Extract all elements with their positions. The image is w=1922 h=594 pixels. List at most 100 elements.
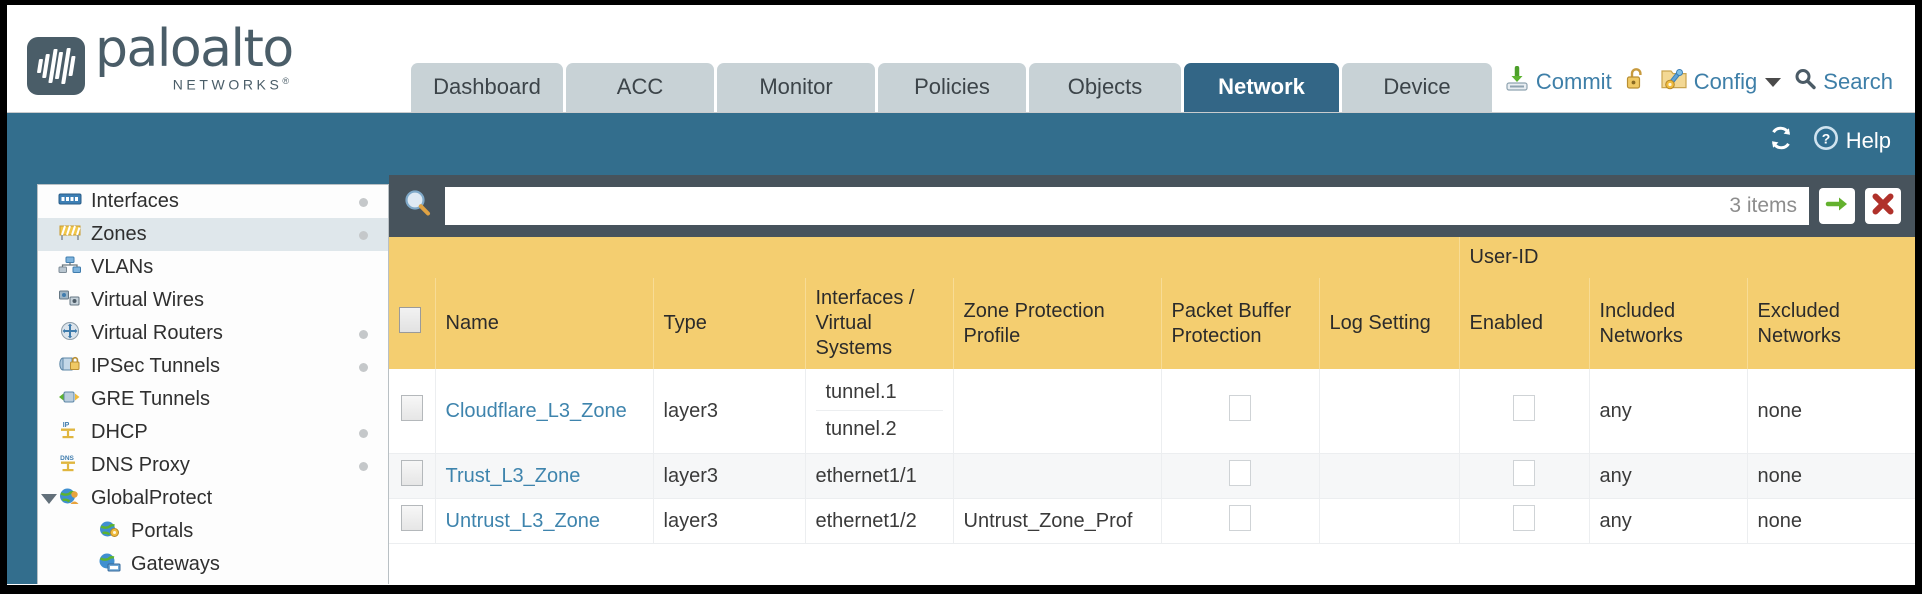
tab-device[interactable]: Device bbox=[1342, 63, 1492, 112]
group-header-spacer bbox=[389, 237, 1460, 278]
table-row[interactable]: Untrust_L3_Zone layer3 ethernet1/2 Untru… bbox=[389, 498, 1915, 544]
column-header-included-line1: Included bbox=[1599, 299, 1676, 322]
row-checkbox[interactable] bbox=[400, 395, 423, 421]
commit-label: Commit bbox=[1535, 69, 1612, 94]
cell-zone-protection-profile bbox=[953, 369, 1162, 454]
sidebar-item-dns-proxy[interactable]: DNS DNS Proxy bbox=[38, 449, 388, 482]
brand-tagline-text: NETWORKS bbox=[172, 76, 283, 93]
column-header-enabled[interactable]: Enabled bbox=[1459, 278, 1590, 369]
column-header-packet-buffer-protection[interactable]: Packet Buffer Protection bbox=[1161, 278, 1320, 369]
virtual-routers-icon bbox=[58, 321, 82, 347]
sidebar-item-gateways[interactable]: Gateways bbox=[38, 548, 388, 581]
commit-button[interactable]: Commit bbox=[1504, 65, 1612, 98]
tab-network[interactable]: Network bbox=[1184, 63, 1339, 112]
cell-userid-enabled[interactable] bbox=[1459, 498, 1590, 544]
filter-search-input[interactable]: 3 items bbox=[445, 187, 1809, 225]
lock-button[interactable] bbox=[1624, 66, 1648, 98]
tab-objects[interactable]: Objects bbox=[1029, 63, 1181, 112]
cell-excluded-networks: none bbox=[1747, 369, 1915, 454]
zones-icon bbox=[58, 223, 82, 247]
help-question-icon: ? bbox=[1812, 124, 1840, 157]
cell-packet-buffer-protection[interactable] bbox=[1161, 453, 1320, 499]
tab-dashboard[interactable]: Dashboard bbox=[411, 63, 563, 112]
apply-filter-button[interactable] bbox=[1819, 188, 1855, 224]
config-menu-button[interactable]: Config bbox=[1660, 66, 1782, 98]
sidebar-item-label: GRE Tunnels bbox=[91, 388, 210, 410]
sidebar-item-virtual-wires[interactable]: Virtual Wires bbox=[38, 284, 388, 317]
search-button[interactable]: Search bbox=[1793, 67, 1893, 97]
select-all-header[interactable] bbox=[389, 278, 436, 369]
packet-buffer-protection-checkbox[interactable] bbox=[1229, 505, 1251, 531]
config-wrench-icon bbox=[1660, 66, 1688, 98]
select-all-checkbox[interactable] bbox=[399, 307, 421, 333]
userid-enabled-checkbox[interactable] bbox=[1513, 505, 1536, 531]
cell-userid-enabled[interactable] bbox=[1459, 369, 1590, 454]
column-header-excluded-networks[interactable]: Excluded Networks bbox=[1747, 278, 1915, 369]
table-column-header-row: Name Type Interfaces / Virtual Systems Z… bbox=[389, 278, 1915, 369]
sidebar-item-virtual-routers[interactable]: Virtual Routers bbox=[38, 317, 388, 350]
cell-type: layer3 bbox=[653, 369, 806, 454]
cell-included-networks: any bbox=[1589, 369, 1748, 454]
expander-triangle-icon[interactable] bbox=[41, 494, 57, 504]
cell-packet-buffer-protection[interactable] bbox=[1161, 369, 1320, 454]
packet-buffer-protection-checkbox[interactable] bbox=[1229, 460, 1251, 486]
tab-policies[interactable]: Policies bbox=[878, 63, 1026, 112]
search-label: Search bbox=[1823, 69, 1893, 94]
packet-buffer-protection-checkbox[interactable] bbox=[1229, 395, 1251, 421]
svg-text:?: ? bbox=[1821, 131, 1830, 147]
userid-enabled-checkbox[interactable] bbox=[1513, 395, 1536, 421]
column-header-included-line2: Networks bbox=[1599, 324, 1683, 347]
userid-enabled-checkbox[interactable] bbox=[1513, 460, 1536, 486]
clear-filter-button[interactable] bbox=[1865, 188, 1901, 224]
sub-header-bar: ? Help bbox=[7, 113, 1915, 175]
cell-log-setting bbox=[1319, 498, 1460, 544]
sidebar-item-zones[interactable]: Zones bbox=[38, 218, 388, 251]
top-header-bar: paloalto NETWORKS® Dashboard ACC Monitor… bbox=[7, 5, 1915, 113]
sidebar-item-dhcp[interactable]: IP DHCP bbox=[38, 416, 388, 449]
row-select-cell[interactable] bbox=[389, 369, 436, 454]
cell-name[interactable]: Trust_L3_Zone bbox=[435, 453, 654, 499]
row-select-cell[interactable] bbox=[389, 498, 436, 544]
sub-header-actions: ? Help bbox=[1766, 124, 1891, 157]
cell-userid-enabled[interactable] bbox=[1459, 453, 1590, 499]
config-label: Config bbox=[1693, 69, 1758, 94]
zone-name-link[interactable]: Untrust_L3_Zone bbox=[445, 509, 601, 532]
sidebar-item-interfaces[interactable]: Interfaces bbox=[38, 185, 388, 218]
search-icon[interactable] bbox=[401, 187, 435, 226]
sidebar-item-label: DNS Proxy bbox=[91, 454, 190, 476]
cell-included-networks: any bbox=[1589, 453, 1748, 499]
sidebar-item-portals[interactable]: Portals bbox=[38, 515, 388, 548]
sidebar-item-gre-tunnels[interactable]: GRE Tunnels bbox=[38, 383, 388, 416]
table-row[interactable]: Trust_L3_Zone layer3 ethernet1/1 any bbox=[389, 453, 1915, 499]
zone-name-link[interactable]: Trust_L3_Zone bbox=[445, 464, 581, 487]
tab-monitor[interactable]: Monitor bbox=[717, 63, 875, 112]
zones-table: User-ID Name Type Interfaces / Virtual S… bbox=[389, 237, 1915, 544]
column-header-interfaces[interactable]: Interfaces / Virtual Systems bbox=[805, 278, 954, 369]
column-header-type[interactable]: Type bbox=[653, 278, 806, 369]
tab-acc[interactable]: ACC bbox=[566, 63, 714, 112]
main-tab-bar: Dashboard ACC Monitor Policies Objects N… bbox=[411, 63, 1492, 112]
table-row[interactable]: Cloudflare_L3_Zone layer3 tunnel.1 tunne… bbox=[389, 369, 1915, 454]
refresh-icon[interactable] bbox=[1766, 124, 1796, 157]
row-select-cell[interactable] bbox=[389, 453, 436, 499]
sidebar-item-globalprotect[interactable]: GlobalProtect bbox=[38, 482, 388, 515]
column-header-name[interactable]: Name bbox=[435, 278, 654, 369]
row-checkbox[interactable] bbox=[400, 505, 423, 531]
cell-log-setting bbox=[1319, 453, 1460, 499]
column-header-zone-protection-profile[interactable]: Zone Protection Profile bbox=[953, 278, 1162, 369]
column-header-log-setting[interactable]: Log Setting bbox=[1319, 278, 1460, 369]
utility-menu: Commit bbox=[1504, 65, 1893, 98]
cell-name[interactable]: Untrust_L3_Zone bbox=[435, 498, 654, 544]
sidebar-item-ipsec-tunnels[interactable]: IPSec Tunnels bbox=[38, 350, 388, 383]
cell-packet-buffer-protection[interactable] bbox=[1161, 498, 1320, 544]
cell-name[interactable]: Cloudflare_L3_Zone bbox=[435, 369, 654, 454]
row-checkbox[interactable] bbox=[400, 460, 423, 486]
table-group-header-row: User-ID bbox=[389, 237, 1915, 278]
main-panel: 3 items bbox=[389, 175, 1915, 584]
column-header-included-networks[interactable]: Included Networks bbox=[1589, 278, 1748, 369]
cell-log-setting bbox=[1319, 369, 1460, 454]
sidebar-item-vlans[interactable]: VLANs bbox=[38, 251, 388, 284]
zone-name-link[interactable]: Cloudflare_L3_Zone bbox=[445, 399, 627, 422]
help-button[interactable]: ? Help bbox=[1812, 124, 1891, 157]
